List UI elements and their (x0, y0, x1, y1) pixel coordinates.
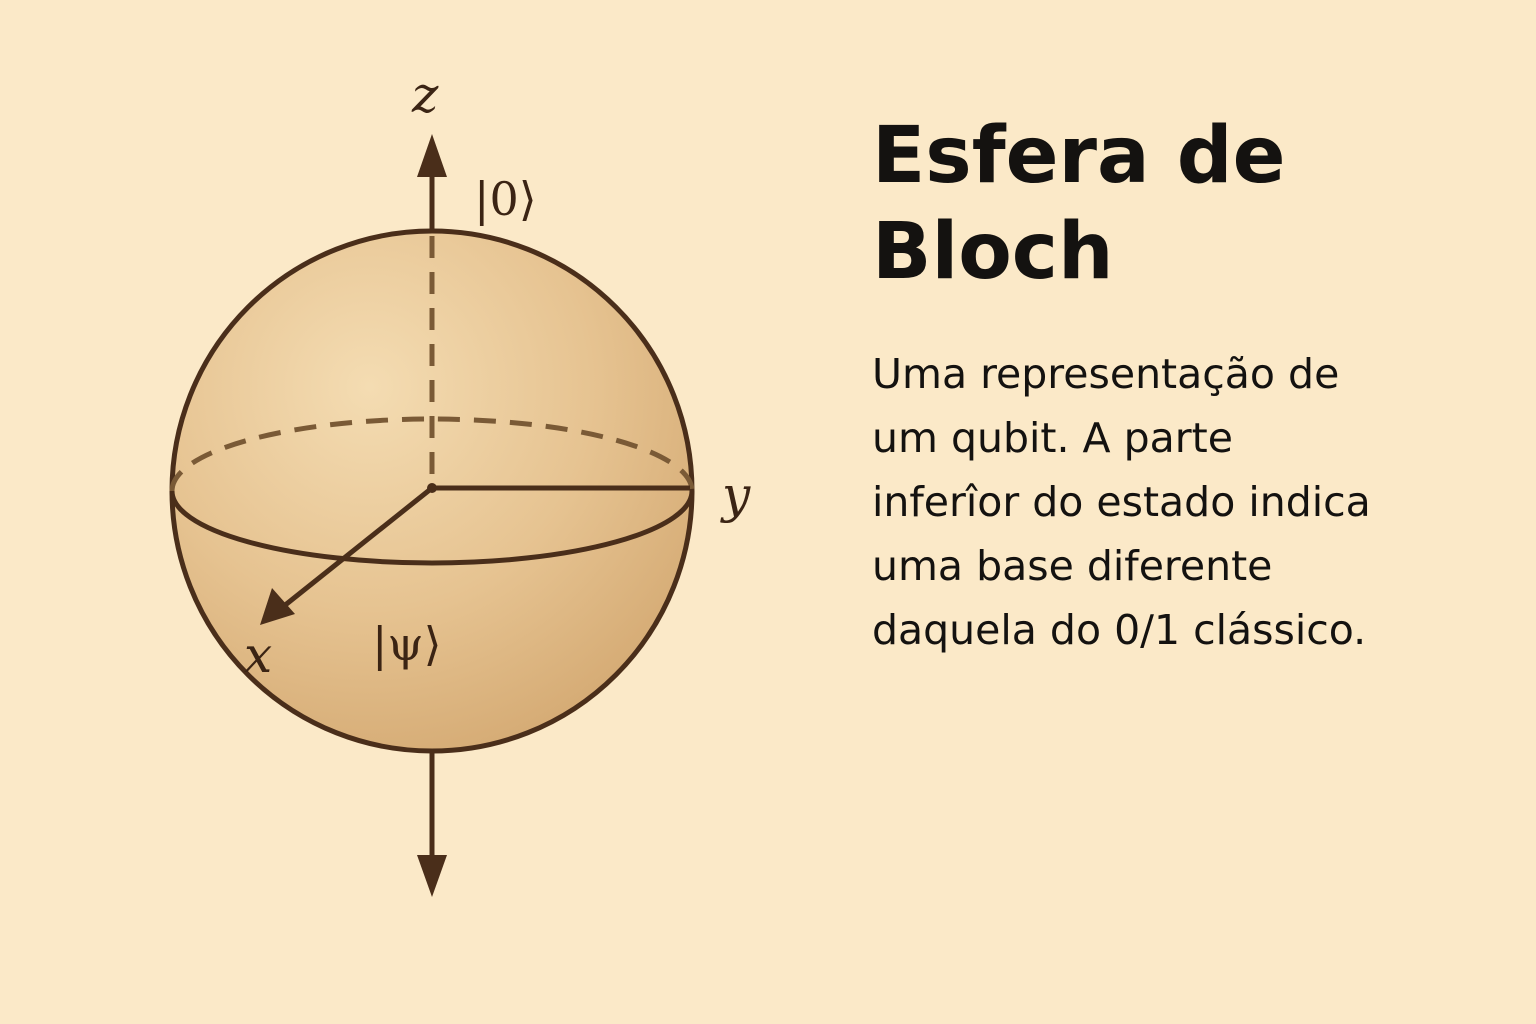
description-paragraph: Uma representação de um qubit. A parte i… (872, 350, 1371, 654)
ket-zero-label: |0⟩ (474, 172, 537, 226)
z-axis-label: z (411, 66, 439, 124)
page-title: Esfera de Bloch (872, 111, 1286, 297)
z-axis-arrowhead-up (417, 134, 447, 177)
bloch-sphere-diagram: z y x |0⟩ |ψ⟩ (169, 66, 751, 897)
x-axis-arrowhead (260, 588, 295, 625)
ket-psi-label: |ψ⟩ (372, 617, 442, 671)
z-axis-arrowhead-down (417, 855, 447, 897)
text-panel: Esfera de Bloch Uma representação de um … (872, 108, 1512, 662)
x-axis (282, 486, 434, 608)
x-axis-label: x (244, 626, 272, 684)
equator-front (169, 490, 695, 566)
origin-point (427, 483, 437, 493)
y-axis-label: y (720, 466, 751, 524)
equator-back-dashed (169, 416, 695, 492)
